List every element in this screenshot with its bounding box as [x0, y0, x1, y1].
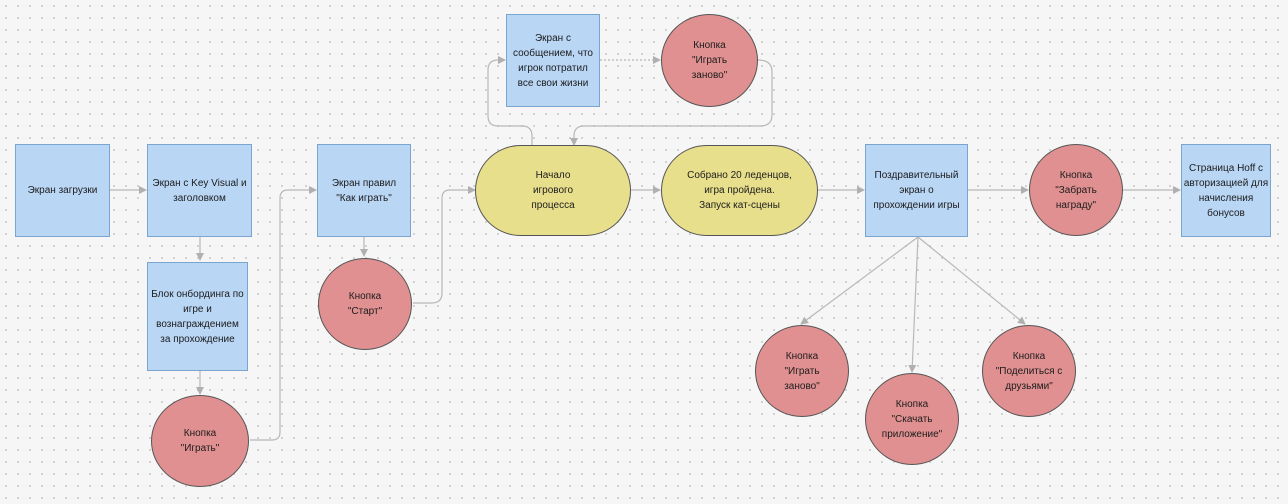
download-app-button-node: Кнопка "Скачать приложение": [865, 373, 959, 465]
share-button-node: Кнопка "Поделиться с друзьями": [982, 325, 1076, 417]
key-visual-screen-node: Экран с Key Visual и заголовком: [147, 144, 252, 237]
claim-reward-button-node: Кнопка "Забрать награду": [1029, 144, 1123, 236]
candies-collected-node: Собрано 20 леденцов, игра пройдена. Запу…: [661, 145, 818, 236]
edge-play-to-rules: [250, 186, 317, 441]
lives-lost-screen-node: Экран с сообщением, что игрок потратил в…: [506, 14, 600, 107]
edge-congrats-to-replay: [800, 236, 919, 325]
onboarding-block-node: Блок онбординга по игре и вознаграждение…: [147, 262, 248, 371]
edge-congrats-to-share: [917, 236, 1026, 325]
rules-screen-node: Экран правил "Как играть": [317, 144, 411, 237]
loading-screen-node: Экран загрузки: [15, 144, 110, 237]
edge-congrats-to-download: [908, 236, 919, 373]
play-button-node: Кнопка "Играть": [151, 395, 249, 487]
hoff-page-node: Страница Hoff с авторизацией для начисле…: [1181, 144, 1271, 237]
edge-replay-to-game: [570, 59, 773, 146]
edge-game-to-liveslost: [487, 56, 533, 145]
replay-button-top-node: Кнопка "Играть заново": [661, 14, 758, 107]
game-start-node: Начало игрового процесса: [475, 145, 631, 236]
edge-start-to-game: [413, 186, 476, 304]
start-button-node: Кнопка "Старт": [318, 258, 412, 350]
congrats-screen-node: Поздравительный экран о прохождении игры: [865, 144, 968, 237]
replay-button-bottom-node: Кнопка "Играть заново": [755, 325, 849, 417]
